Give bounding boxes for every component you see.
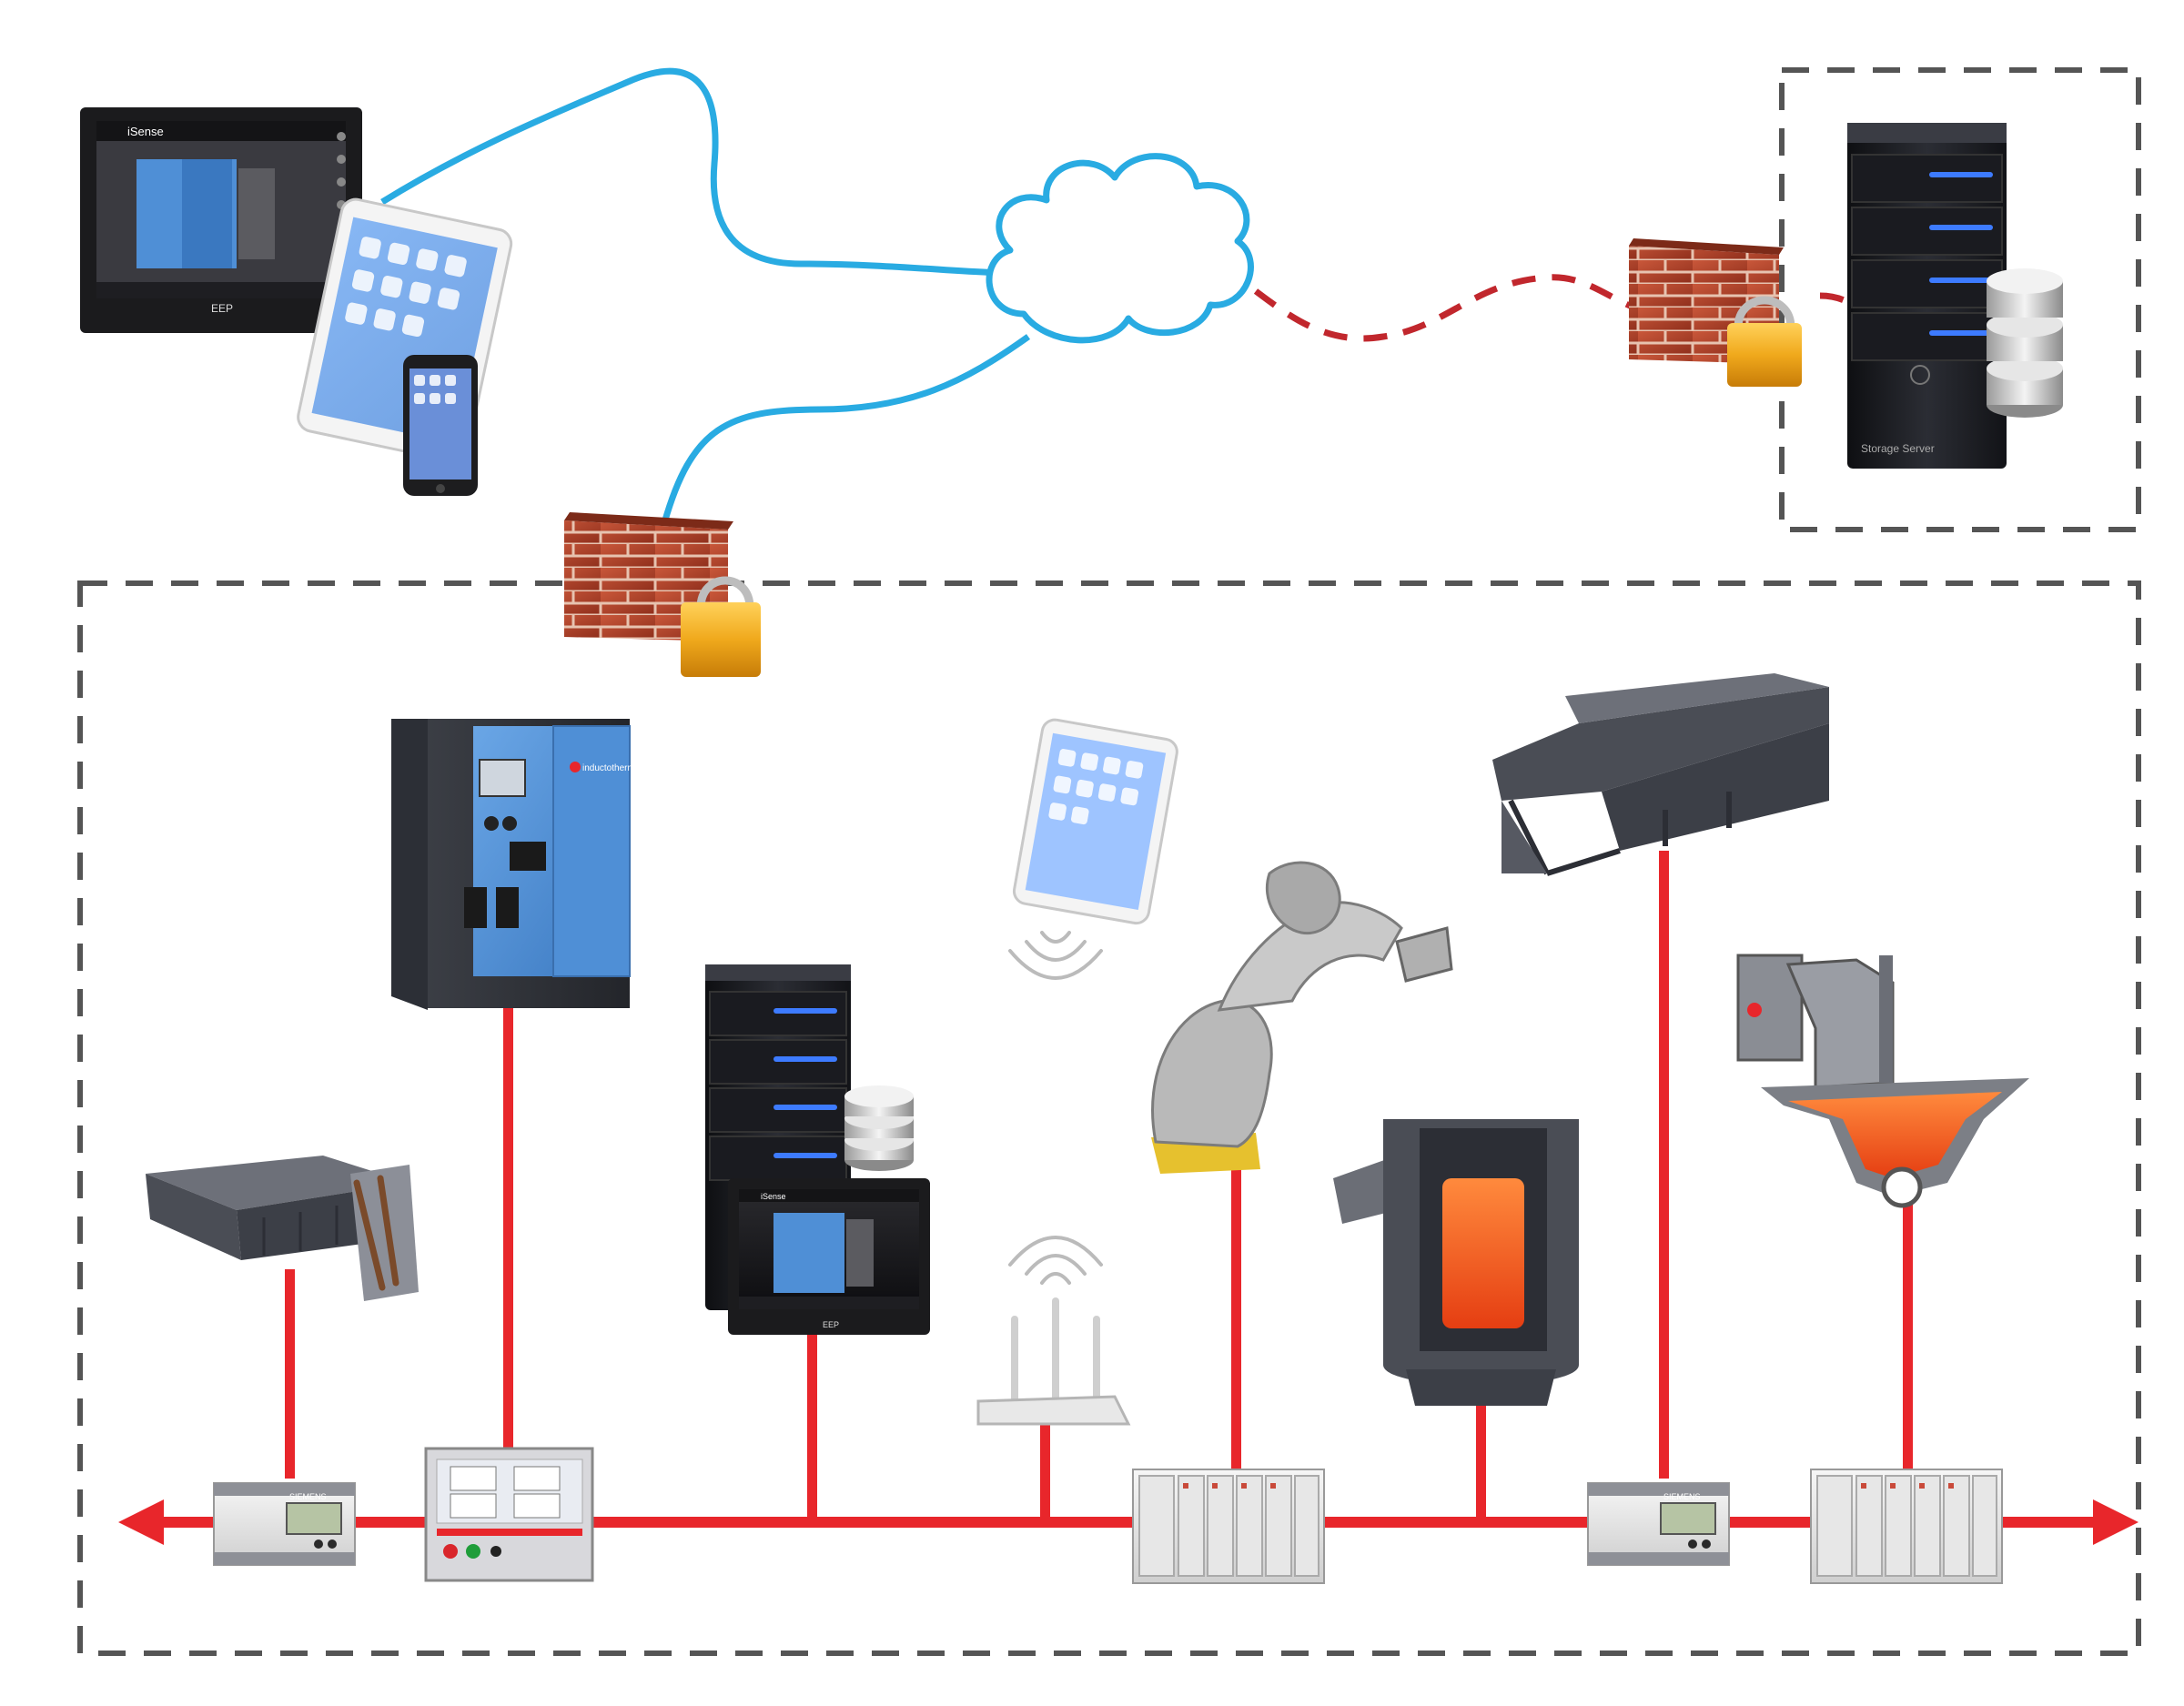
hmi-logo: iSense [127,125,164,138]
dry-cooler [146,1156,419,1301]
local-database-icon [844,1085,914,1171]
smartphone-device [403,355,478,496]
cloud-firewall-icon [1629,238,1802,387]
svg-text:SIEMENS: SIEMENS [289,1492,327,1501]
plc-module-left: SIEMENS [213,1482,356,1566]
vibratory-feeder [1492,673,1829,876]
svg-text:EEP: EEP [823,1320,839,1329]
plc-module-right: SIEMENS [1587,1482,1730,1566]
bus-arrow-right-icon [2093,1499,2138,1545]
cloud-storage-server: Storage Server [1847,123,2007,469]
cloud-icon [986,153,1254,344]
wifi-signal-down-icon [1008,931,1103,980]
plc-rack-center [1132,1469,1325,1584]
hmi-monitor: iSense EEP [80,107,362,333]
svg-text:SIEMENS: SIEMENS [1663,1492,1701,1501]
server-label: Storage Server [1861,442,1935,455]
remote-client-link [380,67,1011,277]
cloud-database-icon [1987,268,2063,418]
robot-arm [1151,861,1453,1174]
bus-drops [285,851,1913,1524]
secure-vpn-link [1253,274,1685,342]
pouring-ladle [1736,954,2029,1208]
plc-rack-right [1810,1469,2003,1584]
induction-power-cabinet: inductotherm [391,719,635,1010]
plant-tablet-device [1012,718,1178,925]
padlock-icon [681,576,761,677]
bus-arrow-left-icon [118,1499,164,1545]
wireless-router [976,1297,1131,1426]
plant-uplink [661,334,1031,524]
wifi-signal-up-icon [1008,1236,1103,1285]
control-panel [424,1447,594,1582]
local-hmi-panel: iSense EEP [728,1178,930,1335]
induction-furnace [1333,1119,1579,1406]
plant-network-boundary [77,580,2141,1656]
padlock-icon [1727,296,1802,387]
cabinet-logo: inductotherm [582,763,635,773]
svg-text:iSense: iSense [761,1192,786,1201]
plant-firewall-icon [564,512,761,677]
hmi-footer: EEP [211,302,233,315]
